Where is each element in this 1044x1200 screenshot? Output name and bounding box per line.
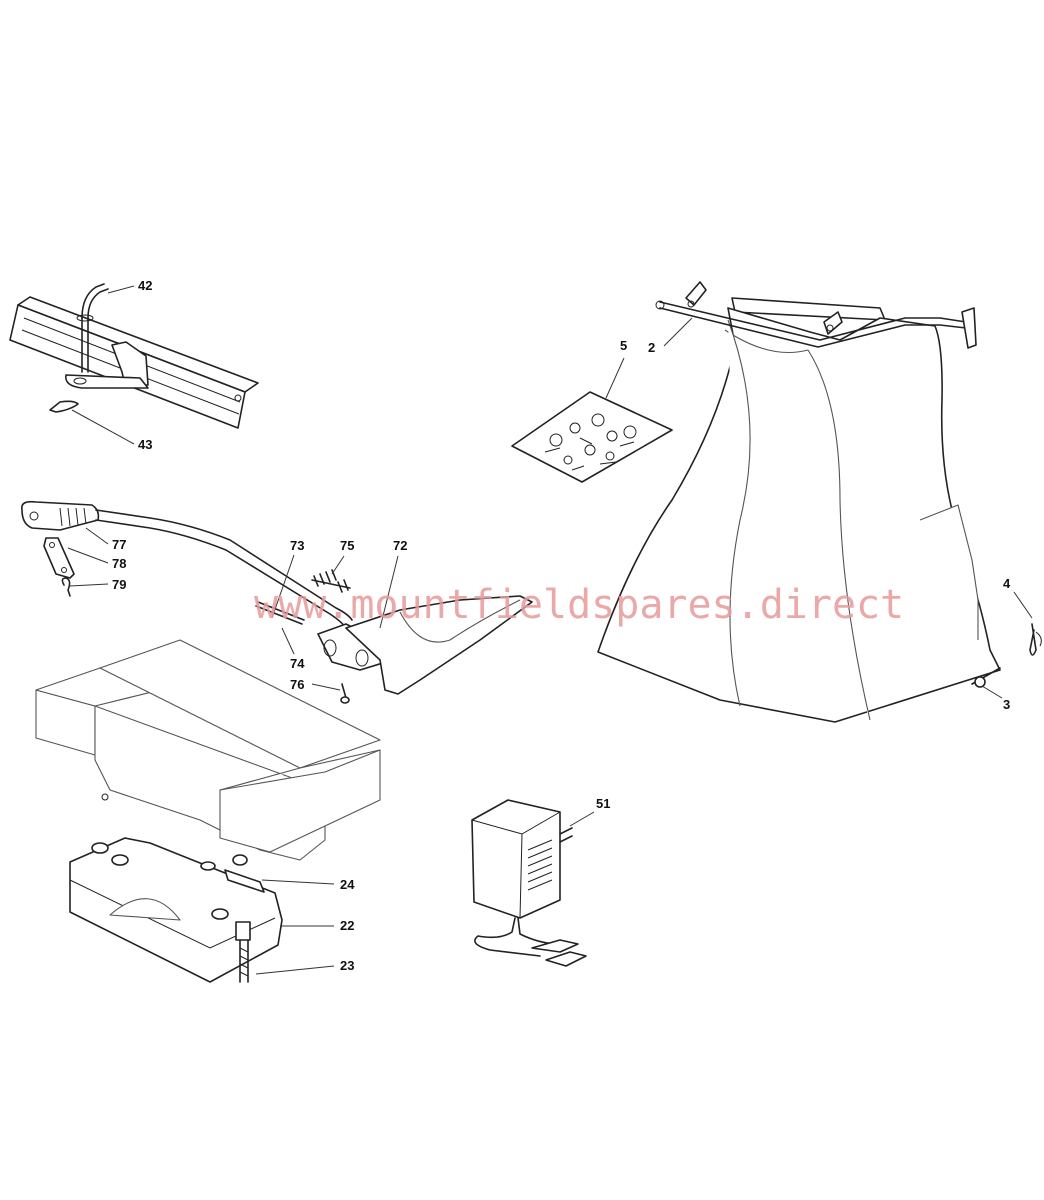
chassis-weight-drawing: [35, 639, 381, 983]
part-label-43: 43: [138, 437, 152, 452]
part-label-3: 3: [1003, 697, 1010, 712]
part-label-4: 4: [1003, 576, 1011, 591]
part-label-73: 73: [290, 538, 304, 553]
part-label-23: 23: [340, 958, 354, 973]
part-label-74: 74: [290, 656, 305, 671]
part-label-77: 77: [112, 537, 126, 552]
part-label-22: 22: [340, 918, 354, 933]
hardware-bag-drawing: [511, 391, 673, 483]
part-label-75: 75: [340, 538, 354, 553]
part-label-79: 79: [112, 577, 126, 592]
part-label-72: 72: [393, 538, 407, 553]
part-label-42: 42: [138, 278, 152, 293]
battery-charger-drawing: [471, 799, 587, 967]
lift-lever-drawing: [20, 500, 533, 704]
part-label-24: 24: [340, 877, 355, 892]
leader-lines: [67, 285, 1033, 975]
grass-bag-drawing: [597, 281, 1042, 723]
part-label-2: 2: [648, 340, 655, 355]
watermark-text: www.mountfieldspares.direct: [254, 582, 904, 628]
part-label-76: 76: [290, 677, 304, 692]
part-label-5: 5: [620, 338, 627, 353]
part-label-78: 78: [112, 556, 126, 571]
tow-bracket-drawing: [9, 283, 259, 429]
part-label-51: 51: [596, 796, 610, 811]
